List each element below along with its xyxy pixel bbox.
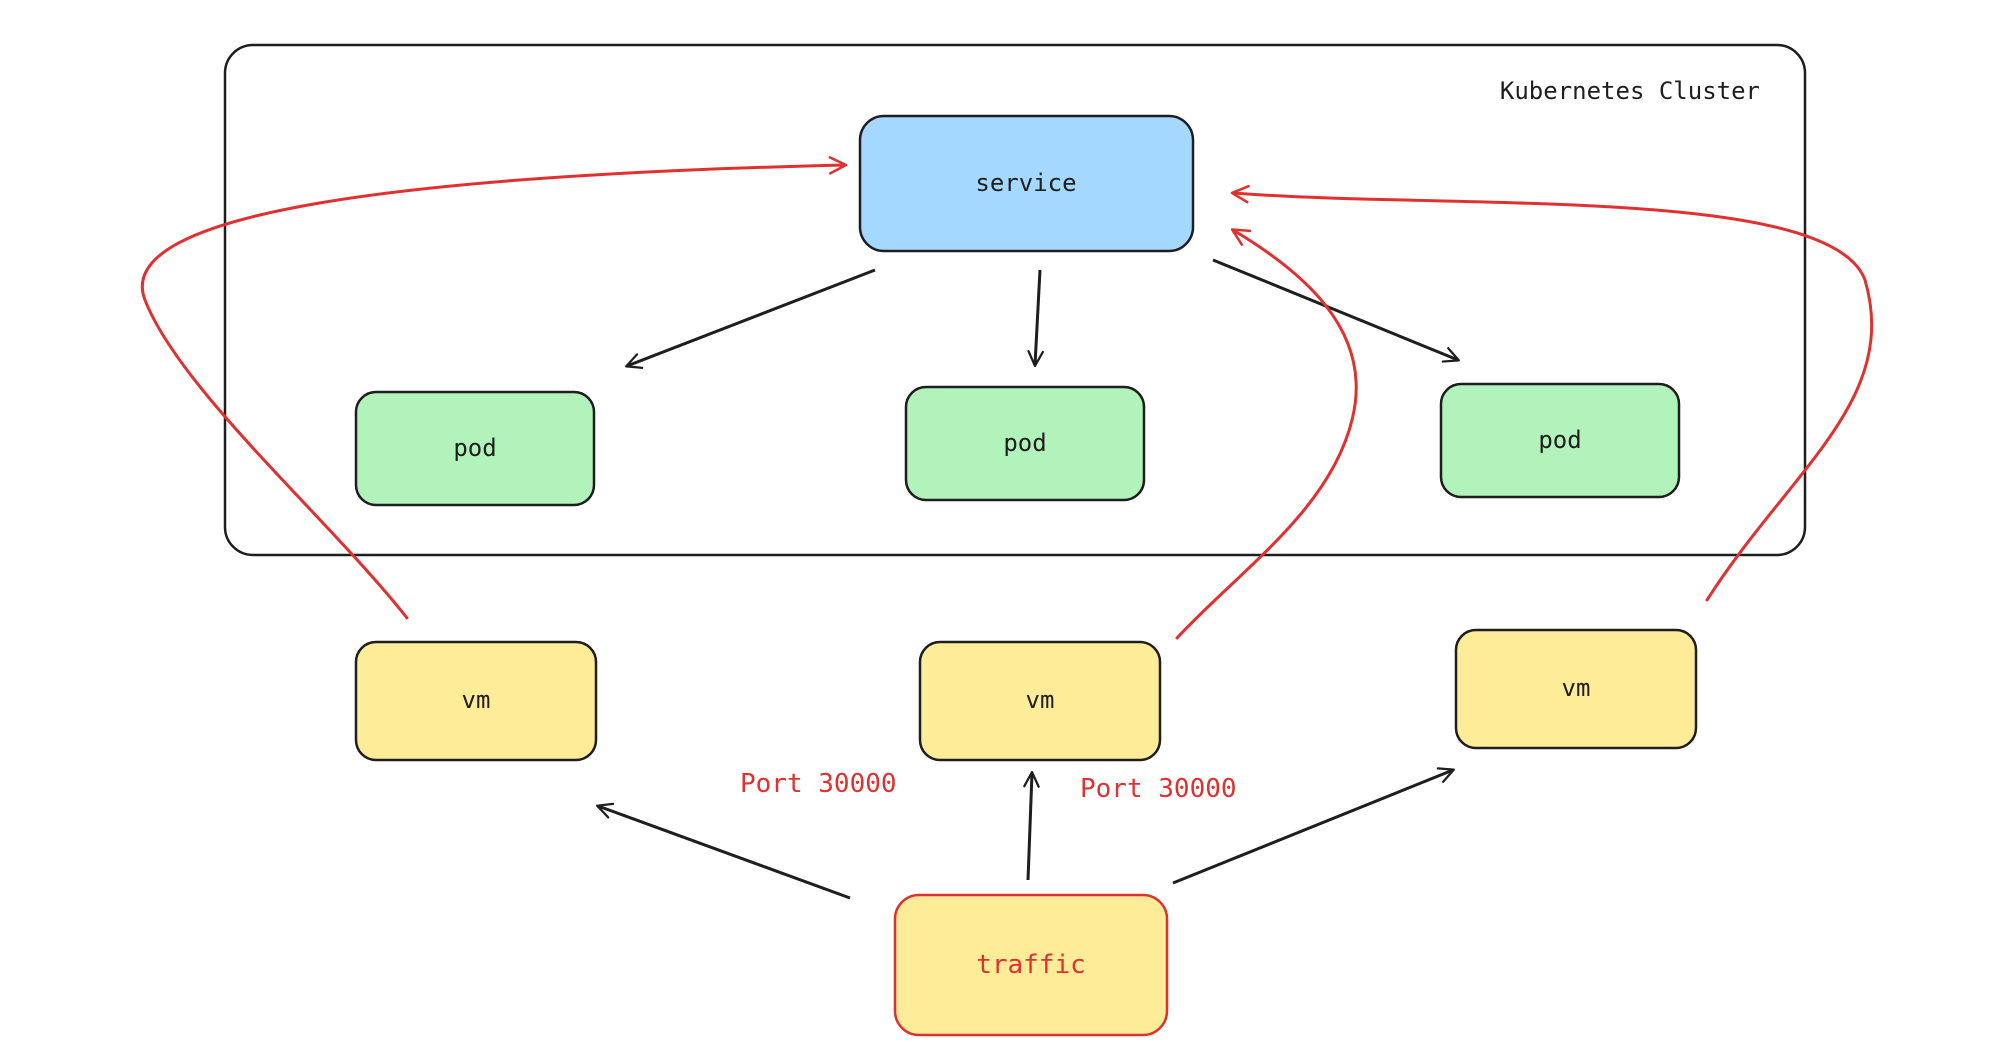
pod-node-3[interactable]: pod — [1439, 382, 1681, 499]
arrow-service-pod-1 — [625, 268, 876, 369]
pod-label: pod — [1538, 426, 1581, 454]
pod-node-2[interactable]: pod — [904, 385, 1146, 502]
service-node[interactable]: service — [858, 114, 1195, 253]
pod-label: pod — [453, 434, 496, 462]
arrow-service-pod-2 — [1027, 269, 1045, 368]
port-label-1: Port 30000 — [740, 769, 897, 799]
vm-label: vm — [462, 686, 491, 714]
pod-label: pod — [1003, 429, 1046, 457]
arrow-traffic-vm-2 — [1023, 770, 1040, 881]
arrow-traffic-vm-3 — [1172, 767, 1455, 885]
service-label: service — [975, 169, 1076, 197]
vm-node-3[interactable]: vm — [1454, 628, 1698, 750]
traffic-label: traffic — [976, 950, 1086, 980]
nodeport-routes — [141, 156, 1874, 640]
cluster-label: Kubernetes Cluster — [1500, 77, 1760, 105]
route-vm3-to-service — [1230, 184, 1874, 602]
arrow-traffic-vm-1 — [596, 802, 851, 900]
kubernetes-cluster: Kubernetes Cluster — [223, 43, 1807, 557]
vm-node-2[interactable]: vm — [918, 640, 1162, 762]
arrow-service-pod-3 — [1212, 258, 1460, 363]
service-to-pod-arrows — [625, 258, 1460, 369]
vm-node-1[interactable]: vm — [354, 640, 598, 762]
route-vm1-to-service — [141, 156, 848, 620]
port-label-2: Port 30000 — [1080, 774, 1237, 804]
pod-node-1[interactable]: pod — [354, 390, 596, 507]
vm-label: vm — [1562, 674, 1591, 702]
vm-label: vm — [1026, 686, 1055, 714]
traffic-to-vm-arrows — [596, 767, 1455, 900]
route-vm2-to-service — [1175, 228, 1358, 640]
traffic-node[interactable]: traffic — [893, 893, 1169, 1037]
